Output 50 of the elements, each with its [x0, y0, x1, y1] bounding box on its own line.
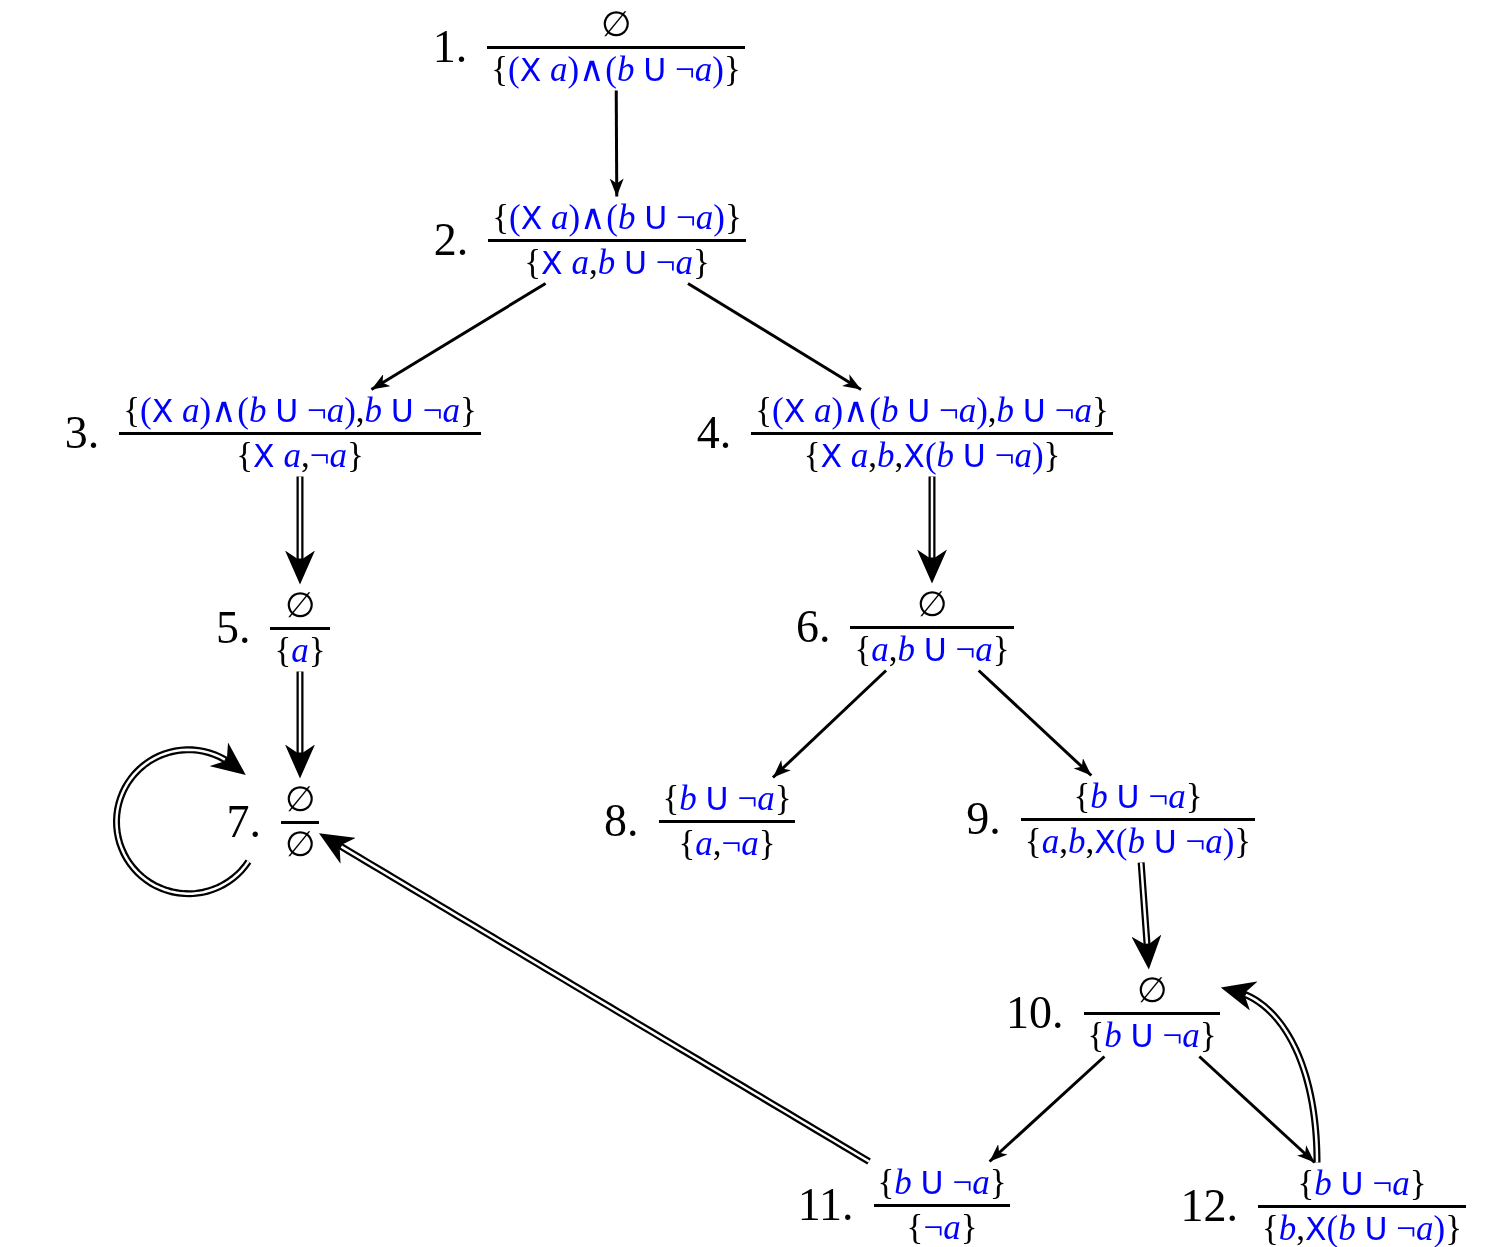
arrow: [609, 90, 624, 197]
formula-set: {a,b U ¬a}: [853, 628, 1011, 671]
formula-set: ∅: [284, 778, 316, 821]
formula-set: {¬a}: [905, 1206, 979, 1247]
arrow: [1198, 1055, 1316, 1164]
arrow: [988, 1055, 1106, 1163]
step-number: 10.: [1006, 990, 1064, 1036]
formula-set: {X a,¬a}: [235, 434, 365, 477]
formula-set: ∅: [284, 823, 316, 866]
step-number: 5.: [215, 605, 251, 651]
formula-set: {b U ¬a}: [661, 777, 793, 820]
double-arrow: [917, 474, 947, 584]
arrow: [977, 669, 1093, 777]
formula-set: {b,X(b U ¬a)}: [1260, 1207, 1464, 1247]
step-number: 9.: [966, 796, 1001, 842]
step-number: 1.: [432, 24, 468, 70]
step-number: 11.: [797, 1182, 854, 1228]
double-arrow: [285, 669, 315, 779]
formula-set: {a}: [273, 629, 327, 672]
formula-set: {b U ¬a}: [876, 1161, 1008, 1204]
formula-set: {(X a)∧(b U ¬a)}: [490, 48, 742, 91]
formula-set: ∅: [916, 583, 948, 626]
arrow: [771, 669, 888, 779]
formula-set: ∅: [1136, 969, 1168, 1012]
double-arrow: [113, 742, 252, 898]
formula-set: ∅: [600, 3, 632, 46]
double-arrow: [1131, 860, 1162, 970]
double-arrow: [319, 833, 871, 1165]
formula-set: {b U ¬a}: [1086, 1014, 1218, 1057]
formula-set: {a,b,X(b U ¬a)}: [1023, 820, 1253, 863]
formula-set: {a,¬a}: [677, 822, 777, 865]
formula-set: {(X a)∧(b U ¬a),b U ¬a}: [122, 389, 478, 432]
step-number: 2.: [433, 217, 469, 263]
double-arrow: [285, 474, 315, 585]
formula-set: {(X a)∧(b U ¬a),b U ¬a}: [754, 389, 1110, 432]
formula-set: {b U ¬a}: [1296, 1162, 1428, 1205]
formula-set: ∅: [284, 584, 316, 627]
step-number: 7.: [226, 799, 261, 845]
step-number: 8.: [604, 798, 639, 844]
formula-set: {X a,b,X(b U ¬a)}: [802, 434, 1062, 477]
step-number: 12.: [1180, 1183, 1238, 1229]
arrow: [687, 282, 862, 391]
arrow: [370, 282, 547, 391]
formula-set: {X a,b U ¬a}: [523, 241, 711, 284]
formula-set: {b U ¬a}: [1072, 775, 1204, 818]
formula-set: {(X a)∧(b U ¬a)}: [491, 196, 743, 239]
step-number: 4.: [696, 410, 732, 456]
double-arrow: [1220, 981, 1321, 1163]
step-number: 6.: [795, 604, 831, 650]
step-number: 3.: [64, 410, 100, 456]
